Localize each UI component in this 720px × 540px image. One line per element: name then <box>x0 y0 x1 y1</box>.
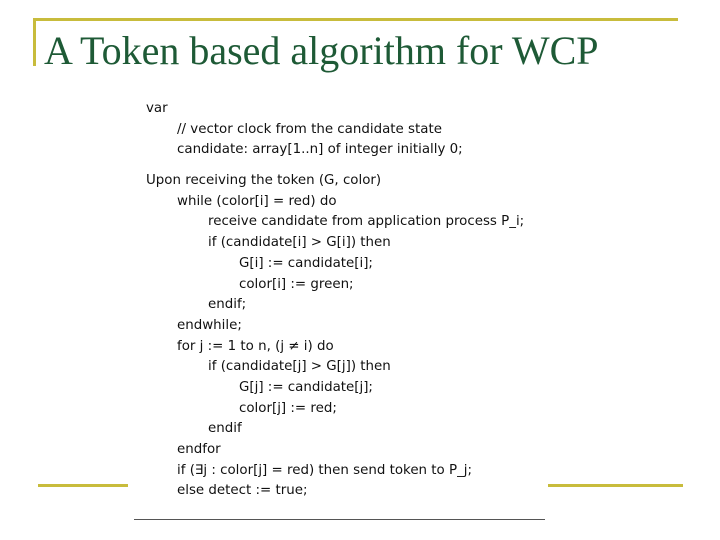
code-line-candidate-decl: candidate: array[1..n] of integer initia… <box>177 142 463 158</box>
code-gap <box>146 161 546 171</box>
top-rule <box>33 18 678 21</box>
bottom-right-rule <box>548 484 683 487</box>
code-line-assign-g-i: G[i] := candidate[i]; <box>239 255 373 271</box>
code-line-comment: // vector clock from the candidate state <box>177 121 442 137</box>
code-line-assign-color-i: color[i] := green; <box>239 276 354 292</box>
code-line-upon: Upon receiving the token (G, color) <box>146 173 382 189</box>
code-line-else: else detect := true; <box>177 483 308 499</box>
bottom-left-rule <box>38 484 128 487</box>
code-line-if-exists: if (∃j : color[j] = red) then send token… <box>177 462 473 478</box>
code-line-var: var <box>146 101 168 116</box>
code-line-if-j: if (candidate[j] > G[j]) then <box>208 359 391 375</box>
code-line-for: for j := 1 to n, (j ≠ i) do <box>177 338 334 354</box>
left-rule <box>33 18 36 66</box>
slide-title: A Token based algorithm for WCP <box>44 28 599 73</box>
code-line-if-i: if (candidate[i] > G[i]) then <box>208 235 391 251</box>
code-line-while: while (color[i] = red) do <box>177 193 337 209</box>
code-line-assign-g-j: G[j] := candidate[j]; <box>239 379 373 395</box>
code-line-endif-1: endif; <box>208 297 247 313</box>
figure-bottom-border <box>134 519 545 520</box>
code-line-assign-color-j: color[j] := red; <box>239 400 337 416</box>
code-line-receive: receive candidate from application proce… <box>208 214 525 230</box>
code-line-endif-2: endif <box>208 421 242 437</box>
code-line-endwhile: endwhile; <box>177 317 242 333</box>
code-line-endfor: endfor <box>177 442 221 457</box>
pseudocode-block: var // vector clock from the candidate s… <box>146 99 546 502</box>
